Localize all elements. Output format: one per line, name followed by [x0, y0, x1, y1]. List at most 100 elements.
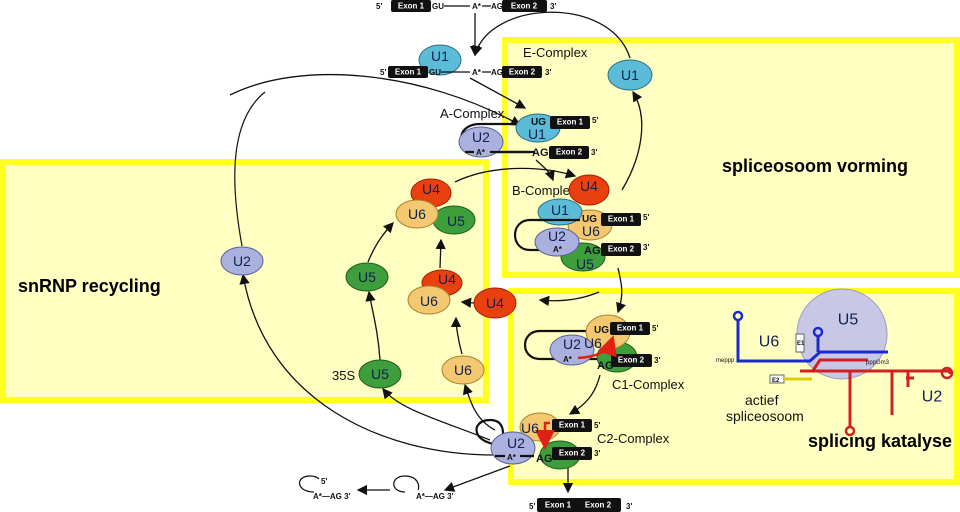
svg-text:Exon 1: Exon 1 [545, 501, 572, 510]
svg-text:35S: 35S [332, 368, 355, 383]
svg-text:5': 5' [529, 502, 535, 511]
svg-text:A*: A* [472, 2, 482, 11]
svg-text:U1: U1 [621, 67, 639, 83]
arrow-35s-to-u5 [365, 290, 381, 361]
svg-text:A*: A* [553, 245, 563, 254]
c1-complex: UG U6 Exon 1 5' U2 A* AG Exon 2 3' [524, 314, 660, 373]
recycling-u4-u6: U4 U6 [407, 269, 463, 315]
svg-text:3': 3' [550, 2, 556, 11]
svg-text:pppGm3: pppGm3 [866, 360, 890, 366]
catalysis-title: splicing katalyse [808, 431, 952, 451]
curve-u2-up [234, 91, 266, 247]
arrow-u4u6-to-trimer [435, 238, 446, 269]
c1-complex-label: C1-Complex [612, 377, 685, 392]
active-spliceosome-schematic: U5 U6 U2 meppp pppGm3 E1 E2 actief splic… [716, 288, 954, 437]
svg-text:U5: U5 [371, 366, 389, 382]
svg-text:3': 3' [654, 356, 660, 365]
arrow-u4-to-u4u6 [460, 297, 475, 308]
svg-text:Exon 1: Exon 1 [608, 215, 635, 224]
arrow-u6-to-u4u6 [450, 316, 463, 355]
recycling-u6: U6 [441, 355, 485, 385]
arrow-u5-to-trimer [367, 222, 394, 263]
svg-text:Exon 2: Exon 2 [608, 245, 635, 254]
svg-text:U1: U1 [431, 48, 449, 64]
svg-text:UG: UG [594, 325, 609, 336]
svg-text:Exon 1: Exon 1 [617, 324, 644, 333]
arrow-u1-recycle [472, 11, 631, 59]
svg-text:U4: U4 [486, 295, 504, 311]
svg-text:E1: E1 [797, 341, 805, 347]
svg-text:E2: E2 [772, 378, 780, 384]
arrow-release-u1 [621, 90, 643, 191]
lariat-degraded: 5' A*—AG 3' [299, 475, 351, 501]
svg-text:GU: GU [432, 2, 444, 11]
svg-text:3': 3' [545, 68, 551, 77]
arrow-to-c1 [616, 267, 626, 314]
u1-bound-pre-mrna: U1 5' Exon 1 GU A* AG Exon 2 3' [380, 44, 551, 78]
svg-text:U2: U2 [548, 228, 566, 244]
svg-text:Exon 2: Exon 2 [511, 2, 538, 11]
spliced-mrna: 5' Exon 1 Exon 2 3' [529, 498, 632, 512]
arrow-release-u4 [538, 291, 600, 307]
svg-text:AG: AG [491, 2, 503, 11]
lariat-intron: A*—AG 3' [393, 475, 454, 501]
svg-text:U2: U2 [922, 389, 943, 406]
recycling-tri-snrnp: U4 U5 U6 [395, 178, 476, 235]
svg-text:A*: A* [507, 453, 517, 462]
svg-text:A*—AG 3': A*—AG 3' [313, 492, 351, 501]
svg-text:5': 5' [652, 324, 658, 333]
svg-text:U5: U5 [576, 256, 594, 272]
svg-text:Exon 2: Exon 2 [585, 501, 612, 510]
c2-complex-label: C2-Complex [597, 431, 670, 446]
a-complex: UG U1 Exon 1 5' U2 A* AG Exon 2 3' [458, 113, 598, 159]
svg-text:U4: U4 [422, 181, 440, 197]
svg-text:AG: AG [532, 147, 549, 159]
svg-text:5': 5' [643, 213, 649, 222]
svg-text:3': 3' [626, 502, 632, 511]
arrow-u2-release [239, 273, 496, 456]
svg-text:Exon 1: Exon 1 [398, 2, 425, 11]
svg-text:U2: U2 [507, 435, 525, 451]
svg-text:A*: A* [563, 355, 573, 364]
arrow-u5-release [382, 387, 491, 441]
svg-text:U4: U4 [438, 271, 456, 287]
svg-text:U1: U1 [551, 202, 569, 218]
svg-text:U6: U6 [454, 362, 472, 378]
svg-text:A*—AG 3': A*—AG 3' [416, 492, 454, 501]
arrow-to-lariat [443, 465, 511, 492]
svg-text:Exon 2: Exon 2 [509, 68, 536, 77]
svg-text:U5: U5 [358, 269, 376, 285]
svg-text:3': 3' [643, 243, 649, 252]
svg-text:3': 3' [591, 148, 597, 157]
svg-text:AG: AG [584, 245, 601, 257]
svg-text:Exon 1: Exon 1 [559, 421, 586, 430]
svg-text:UG: UG [582, 214, 597, 225]
assembly-title: spliceosoom vorming [722, 156, 908, 176]
svg-text:5': 5' [321, 477, 327, 486]
svg-text:U2: U2 [472, 129, 490, 145]
svg-text:AG: AG [597, 360, 614, 372]
a-complex-label: A-Complex [440, 106, 505, 121]
svg-text:U6: U6 [759, 334, 780, 351]
c2-complex: U6 Exon 1 5' U2 A* AG Exon 2 3' [475, 412, 600, 470]
svg-text:GU: GU [429, 68, 441, 77]
recycling-u2: U2 [220, 246, 264, 276]
arrow-u6-release [462, 383, 496, 431]
svg-text:U1: U1 [528, 126, 546, 142]
arrow-u2-to-a [229, 73, 522, 126]
e-complex-label: E-Complex [523, 45, 588, 60]
svg-text:Exon 1: Exon 1 [395, 68, 422, 77]
svg-text:U6: U6 [521, 420, 539, 436]
svg-text:U4: U4 [580, 178, 598, 194]
svg-text:U2: U2 [563, 336, 581, 352]
svg-text:U6: U6 [584, 335, 602, 351]
svg-text:Exon 1: Exon 1 [557, 118, 584, 127]
svg-text:U5: U5 [447, 213, 465, 229]
pre-mrna: 5' Exon 1 GU A* AG Exon 2 3' [376, 0, 556, 12]
svg-text:UG: UG [531, 117, 546, 128]
svg-text:Exon 2: Exon 2 [559, 449, 586, 458]
svg-text:3': 3' [594, 449, 600, 458]
svg-text:Exon 2: Exon 2 [618, 356, 645, 365]
arrow-trimer-to-b [454, 167, 577, 183]
